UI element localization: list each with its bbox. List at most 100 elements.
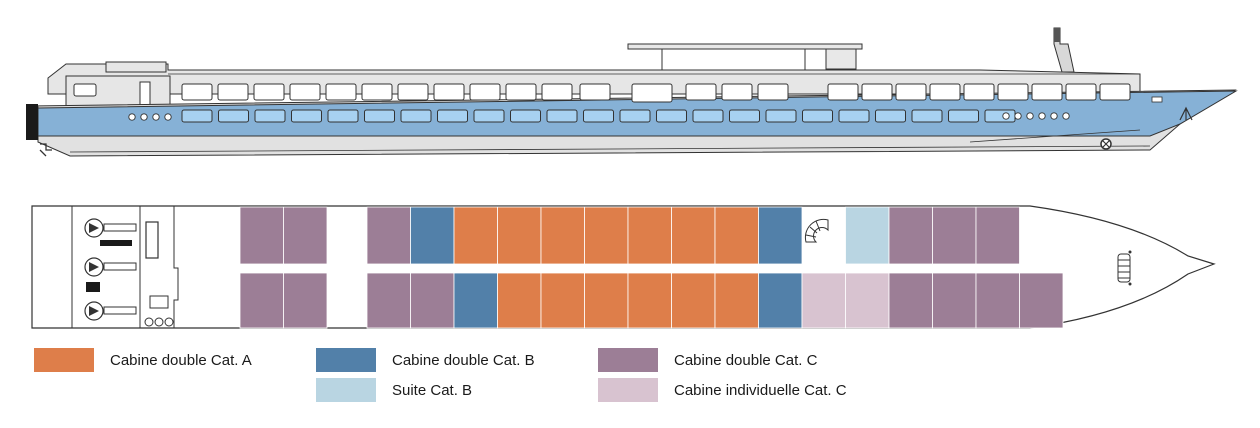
cabin-cat-c: [932, 272, 977, 329]
legend-swatch-single-c: [598, 378, 658, 402]
porthole: [128, 113, 136, 121]
cabin-cat-c: [932, 206, 977, 265]
window: [325, 83, 357, 101]
deck-plan: [31, 205, 1216, 329]
cabin-suite-b: [845, 206, 890, 265]
stern: [26, 104, 38, 140]
cabin-cat-c: [239, 272, 284, 329]
window: [361, 83, 393, 101]
window: [802, 109, 833, 123]
window: [218, 109, 249, 123]
cabin-cat-b: [758, 272, 803, 329]
cabin-cat-c: [283, 272, 328, 329]
cabin-cat-c: [410, 272, 455, 329]
porthole: [1062, 112, 1070, 120]
window: [929, 83, 961, 101]
window: [984, 109, 1016, 123]
window: [1065, 83, 1097, 101]
window: [656, 109, 687, 123]
legend-item-suite-b: Suite Cat. B: [316, 378, 472, 402]
window: [181, 109, 213, 123]
window: [253, 83, 285, 101]
porthole: [1002, 112, 1010, 120]
tank-circles: [144, 317, 174, 327]
cabin-cat-c: [975, 206, 1020, 265]
cabin-cat-a: [671, 206, 716, 265]
cabin-cat-a: [584, 272, 629, 329]
legend: Cabine double Cat. A Cabine double Cat. …: [0, 342, 1260, 428]
bow-marker-icon: [1179, 106, 1193, 121]
window: [364, 109, 395, 123]
cabin-cat-b: [758, 206, 803, 265]
cabin-single-c: [845, 272, 890, 329]
cabin-single-c: [801, 272, 846, 329]
window: [911, 109, 943, 123]
window: [217, 83, 249, 101]
window: [729, 109, 760, 123]
window: [289, 83, 321, 101]
sun-deck-canopy: [627, 43, 863, 50]
window: [505, 83, 537, 101]
legend-label-single-c: Cabine individuelle Cat. C: [674, 381, 847, 399]
aft-window: [73, 83, 97, 97]
porthole: [1038, 112, 1046, 120]
cabin-cat-a: [627, 206, 672, 265]
window: [827, 83, 859, 101]
legend-label-cat-a: Cabine double Cat. A: [110, 351, 252, 369]
porthole: [1026, 112, 1034, 120]
cabin-cat-c: [239, 206, 284, 265]
window: [685, 83, 717, 101]
window: [583, 109, 614, 123]
legend-item-cat-a: Cabine double Cat. A: [34, 348, 252, 372]
window: [433, 83, 465, 101]
window: [692, 109, 724, 123]
legend-swatch-cat-c: [598, 348, 658, 372]
cabin-cat-c: [366, 272, 411, 329]
upper-deck-windows: [181, 83, 1131, 103]
window: [963, 83, 995, 101]
window: [895, 83, 927, 101]
cabin-cat-a: [714, 206, 759, 265]
cabin-cat-a: [714, 272, 759, 329]
cabin-cat-c: [888, 272, 933, 329]
pump-icon: [84, 301, 137, 321]
legend-swatch-cat-b: [316, 348, 376, 372]
window: [757, 83, 789, 101]
window: [437, 109, 468, 123]
window: [619, 109, 651, 123]
cabin-cat-b: [453, 272, 498, 329]
porthole: [152, 113, 160, 121]
cabin-cat-c: [888, 206, 933, 265]
porthole: [164, 113, 172, 121]
pump-icon: [84, 218, 137, 238]
window: [948, 109, 979, 123]
cabin-cat-a: [540, 272, 585, 329]
window: [579, 83, 611, 101]
cabin-row-starboard: [239, 272, 1064, 329]
cabin-cat-c: [366, 206, 411, 265]
cabin-cat-c: [283, 206, 328, 265]
cabin-cat-b: [410, 206, 455, 265]
legend-item-single-c: Cabine individuelle Cat. C: [598, 378, 847, 402]
window: [181, 83, 213, 101]
cabin-cat-c: [975, 272, 1020, 329]
window: [875, 109, 906, 123]
window: [721, 83, 753, 101]
cabin-row-port: [239, 206, 1020, 265]
window: [510, 109, 541, 123]
portholes: [128, 112, 1070, 121]
cabin-cat-a: [453, 206, 498, 265]
legend-label-cat-b: Cabine double Cat. B: [392, 351, 535, 369]
legend-label-cat-c: Cabine double Cat. C: [674, 351, 818, 369]
window: [327, 109, 359, 123]
window: [631, 83, 673, 103]
legend-item-cat-c: Cabine double Cat. C: [598, 348, 817, 372]
cabin-cat-a: [671, 272, 716, 329]
window: [546, 109, 578, 123]
ship-side-elevation: [26, 27, 1238, 157]
porthole: [1014, 112, 1022, 120]
window: [1099, 83, 1131, 101]
cabin-cat-a: [627, 272, 672, 329]
legend-swatch-suite-b: [316, 378, 376, 402]
window: [997, 83, 1029, 101]
